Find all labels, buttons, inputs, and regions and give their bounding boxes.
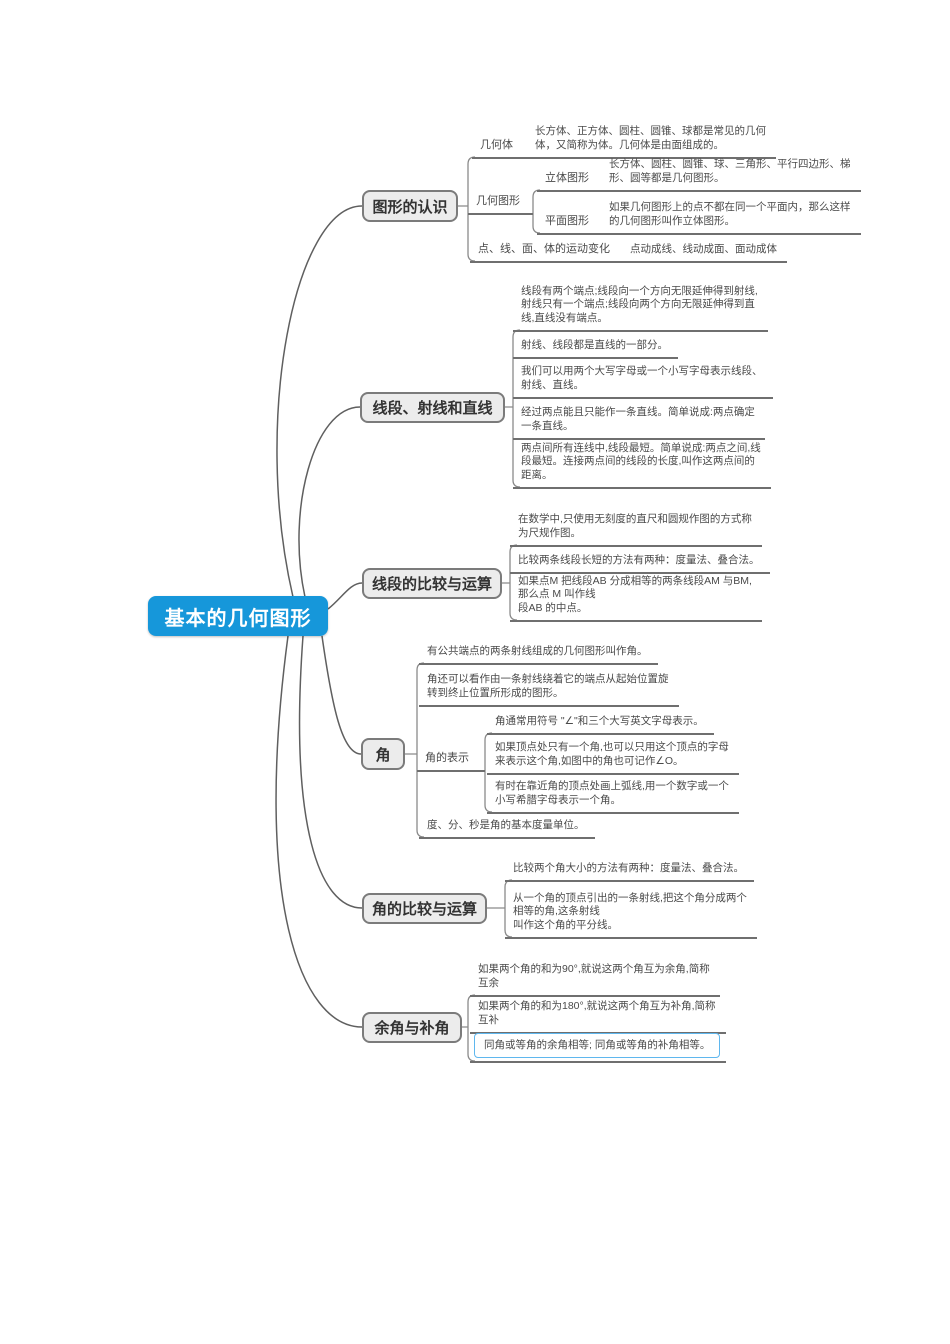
highlighted-topic-box: 同角或等角的余角相等; 同角或等角的补角相等。	[474, 1033, 721, 1058]
topic-angle-definition[interactable]: 有公共端点的两条射线组成的几何图形叫作角。	[419, 643, 658, 665]
topic-note: 如果几何图形上的点不都在同一个平面内，那么这样 的几何图形叫作立体图形。	[609, 201, 851, 227]
topic-naming-lines[interactable]: 我们可以用两个大写字母或一个小写字母表示线段、 射线、直线。	[513, 363, 773, 399]
main-topic-angle[interactable]: 角	[361, 738, 405, 770]
topic-segment-definition[interactable]: 线段有两个端点;线段向一个方向无限延伸得到射线, 射线只有一个端点;线段向两个方…	[513, 283, 768, 332]
topic-label: 几何体	[480, 138, 513, 151]
main-topic-angle-compare[interactable]: 角的比较与运算	[362, 893, 487, 924]
curve-to-branch-1	[276, 205, 363, 598]
topic-angle-compare-methods[interactable]: 比较两个角大小的方法有两种：度量法、叠合法。	[505, 860, 754, 882]
topic-angle-arc-number[interactable]: 有时在靠近角的顶点处画上弧线,用一个数字或一个 小写希腊字母表示一个角。	[487, 778, 739, 814]
topic-solid-figure[interactable]: 立体图形 长方体、圆柱、圆锥、球、三角形、平行四边形、梯 形、圆等都是几何图形。	[537, 156, 861, 192]
topic-segment-compare-methods[interactable]: 比较两条线段长短的方法有两种：度量法、叠合法。	[510, 552, 770, 574]
topic-ray-segment-part-of-line[interactable]: 射线、线段都是直线的一部分。	[513, 337, 678, 359]
topic-point-line-motion[interactable]: 点、线、面、体的运动变化 点动成线、线动成面、面动成体	[470, 241, 787, 263]
topic-angle-bisector[interactable]: 从一个角的顶点引出的一条射线,把这个角分成两个 相等的角,这条射线 叫作这个角的…	[505, 890, 757, 939]
topic-label: 点、线、面、体的运动变化	[478, 242, 610, 255]
topic-ruler-compass[interactable]: 在数学中,只使用无刻度的直尺和圆规作图的方式称 为尺规作图。	[510, 511, 762, 547]
topic-angle-rotation[interactable]: 角还可以看作由一条射线绕着它的端点从起始位置旋 转到终止位置所形成的图形。	[419, 671, 679, 707]
topic-label: 立体图形	[545, 171, 589, 184]
topic-note: 长方体、正方体、圆柱、圆锥、球都是常见的几何 体，又简称为体。几何体是由面组成的…	[535, 125, 766, 151]
topic-equal-angles-theorem[interactable]: 同角或等角的余角相等; 同角或等角的补角相等。	[470, 1033, 727, 1063]
topic-geometric-figure[interactable]: 几何图形	[468, 193, 533, 215]
curve-to-branch-3	[327, 582, 363, 610]
curve-to-branch-2	[298, 406, 361, 598]
topic-note: 长方体、圆柱、圆锥、球、三角形、平行四边形、梯 形、圆等都是几何图形。	[609, 158, 851, 184]
topic-label: 角的表示	[425, 751, 469, 764]
topic-angle-units[interactable]: 度、分、秒是角的基本度量单位。	[419, 817, 595, 839]
topic-angle-notation[interactable]: 角的表示	[417, 750, 485, 772]
main-topic-understanding-figures[interactable]: 图形的认识	[362, 190, 458, 222]
central-topic[interactable]: 基本的几何图形	[148, 596, 328, 636]
topic-label: 几何图形	[476, 194, 520, 207]
topic-complementary-angle[interactable]: 如果两个角的和为90°,就说这两个角互为余角,简称 互余	[470, 961, 720, 997]
topic-label: 平面图形	[545, 214, 589, 227]
topic-geometric-solid[interactable]: 几何体 长方体、正方体、圆柱、圆锥、球都是常见的几何 体，又简称为体。几何体是由…	[472, 123, 776, 159]
main-topic-complementary[interactable]: 余角与补角	[362, 1012, 462, 1043]
topic-note: 点动成线、线动成面、面动成体	[630, 242, 777, 255]
topic-angle-symbol[interactable]: 角通常用符号 "∠"和三个大写英文字母表示。	[487, 713, 714, 735]
topic-midpoint[interactable]: 如果点M 把线段AB 分成相等的两条线段AM 与BM, 那么点 M 叫作线 段A…	[510, 573, 762, 622]
curve-to-branch-6	[275, 635, 363, 1028]
topic-supplementary-angle[interactable]: 如果两个角的和为180°,就说这两个角互为补角,简称 互补	[470, 998, 726, 1034]
main-topic-segment-ray-line[interactable]: 线段、射线和直线	[360, 392, 505, 423]
topic-angle-vertex-letter[interactable]: 如果顶点处只有一个角,也可以只用这个顶点的字母 来表示这个角,如图中的角也可记作…	[487, 739, 739, 775]
curve-to-branch-5	[298, 635, 363, 909]
topic-plane-figure[interactable]: 平面图形 如果几何图形上的点不都在同一个平面内，那么这样 的几何图形叫作立体图形…	[537, 199, 861, 235]
topic-two-points-one-line[interactable]: 经过两点能且只能作一条直线。简单说成:两点确定 一条直线。	[513, 404, 765, 440]
curve-to-branch-4	[321, 635, 362, 755]
topic-shortest-segment[interactable]: 两点间所有连线中,线段最短。简单说成:两点之间,线 段最短。连接两点间的线段的长…	[513, 440, 771, 489]
main-topic-segment-compare[interactable]: 线段的比较与运算	[362, 568, 502, 599]
